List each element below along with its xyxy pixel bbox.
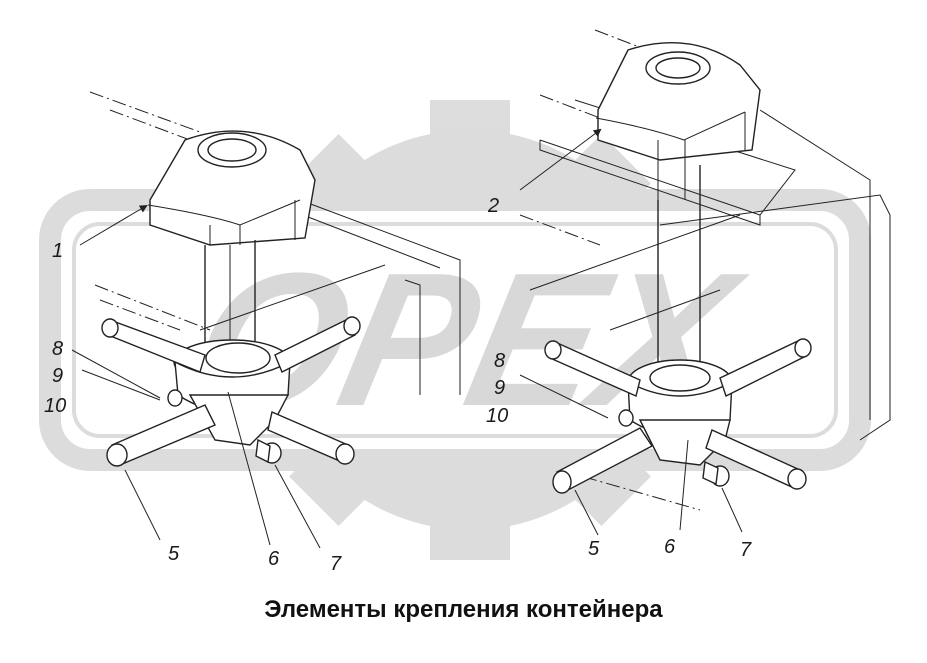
callout-10-left: 10 <box>44 395 66 417</box>
left-twistlock-head <box>147 130 316 246</box>
callout-10-right: 10 <box>486 405 508 427</box>
callout-7-left: 7 <box>330 553 342 575</box>
callout-5-right: 5 <box>588 538 600 560</box>
left-callouts: 1 8 9 10 5 6 7 <box>44 240 342 575</box>
left-lock-assembly <box>71 91 461 549</box>
callout-9-right: 9 <box>494 377 505 399</box>
right-lock-assembly <box>519 29 891 536</box>
left-pin-10 <box>167 389 183 407</box>
callout-1: 1 <box>52 240 63 262</box>
callout-5-left: 5 <box>168 543 180 565</box>
callout-8-right: 8 <box>494 350 505 372</box>
right-callouts: 2 8 9 10 5 6 7 <box>486 195 752 561</box>
left-handle-bars <box>101 316 361 467</box>
right-handle-bars <box>544 338 812 494</box>
callout-8-left: 8 <box>52 338 63 360</box>
callout-6-left: 6 <box>268 548 280 570</box>
callout-2: 2 <box>487 195 499 217</box>
figure-caption: Элементы крепления контейнера <box>264 596 663 623</box>
callout-6-right: 6 <box>664 536 676 558</box>
callout-7-right: 7 <box>740 539 752 561</box>
callout-9-left: 9 <box>52 365 63 387</box>
right-twistlock-head <box>595 42 761 200</box>
right-pin-10 <box>618 409 634 427</box>
